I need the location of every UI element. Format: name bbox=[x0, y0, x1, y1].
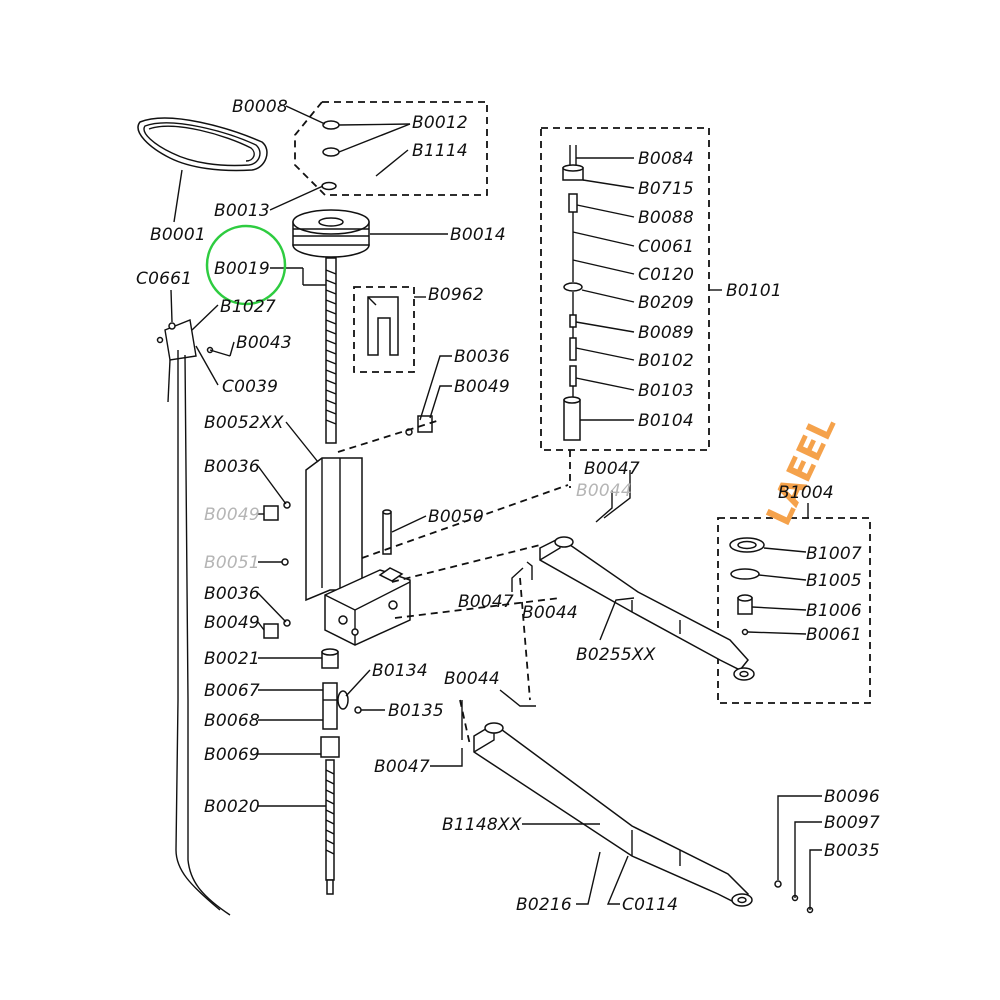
label-b0049-b: B0049 bbox=[204, 505, 260, 525]
label-b1006: B1006 bbox=[806, 601, 862, 621]
group-box-b0101 bbox=[540, 127, 710, 451]
label-b0014: B0014 bbox=[450, 225, 506, 245]
label-b0044-b: B0044 bbox=[576, 481, 632, 501]
pulley bbox=[292, 120, 370, 258]
label-b0020: B0020 bbox=[204, 797, 260, 817]
label-b0097: B0097 bbox=[824, 813, 880, 833]
label-b1007: B1007 bbox=[806, 544, 862, 564]
label-b0036-c: B0036 bbox=[204, 584, 260, 604]
cable-switch bbox=[156, 319, 231, 916]
label-b0001: B0001 bbox=[150, 225, 206, 245]
label-b0036-b: B0036 bbox=[204, 457, 260, 477]
label-b0089: B0089 bbox=[638, 323, 694, 343]
label-c0039: C0039 bbox=[222, 377, 278, 397]
label-b0715: B0715 bbox=[638, 179, 694, 199]
label-c0061: C0061 bbox=[638, 237, 694, 257]
arm-upper bbox=[539, 536, 755, 681]
label-b0047-c: B0047 bbox=[458, 592, 514, 612]
belt bbox=[137, 117, 268, 172]
label-b0050: B0050 bbox=[428, 507, 484, 527]
label-b0044-a: B0044 bbox=[444, 669, 500, 689]
label-b1004: B1004 bbox=[778, 483, 834, 503]
valve-cap bbox=[729, 537, 765, 636]
arm-lower bbox=[473, 722, 753, 907]
label-b0035: B0035 bbox=[824, 841, 880, 861]
group-box-b1004 bbox=[717, 517, 871, 704]
label-b0021: B0021 bbox=[204, 649, 260, 669]
small-screws bbox=[774, 860, 814, 914]
lower-shaft bbox=[320, 648, 362, 895]
label-b0061: B0061 bbox=[806, 625, 862, 645]
label-b0096: B0096 bbox=[824, 787, 880, 807]
group-box-b0962 bbox=[353, 286, 415, 373]
label-b0135: B0135 bbox=[388, 701, 444, 721]
label-b0012: B0012 bbox=[412, 113, 468, 133]
part-labels: B0008 B0012 B1114 B0013 B0014 B0001 B001… bbox=[136, 97, 880, 915]
guide-clip bbox=[367, 296, 399, 356]
lead-screw bbox=[325, 257, 337, 444]
leader-lines bbox=[170, 105, 822, 910]
label-b0962: B0962 bbox=[428, 285, 484, 305]
label-c0120: C0120 bbox=[638, 265, 694, 285]
label-b0013: B0013 bbox=[214, 201, 270, 221]
label-b0209: B0209 bbox=[638, 293, 694, 313]
carriage bbox=[305, 457, 411, 646]
valve-stack bbox=[562, 145, 584, 441]
label-b0068: B0068 bbox=[204, 711, 260, 731]
label-c0661: C0661 bbox=[136, 269, 192, 289]
label-b0008: B0008 bbox=[232, 97, 288, 117]
label-b0043: B0043 bbox=[236, 333, 292, 353]
label-b0101: B0101 bbox=[726, 281, 782, 301]
label-b0047-a: B0047 bbox=[374, 757, 430, 777]
label-b1148xx: B1148XX bbox=[442, 815, 522, 835]
label-b0102: B0102 bbox=[638, 351, 694, 371]
label-b0019: B0019 bbox=[214, 259, 270, 279]
label-b0052xx: B0052XX bbox=[204, 413, 284, 433]
label-b0067: B0067 bbox=[204, 681, 260, 701]
label-b0104: B0104 bbox=[638, 411, 694, 431]
label-b0103: B0103 bbox=[638, 381, 694, 401]
label-b0044-c: B0044 bbox=[522, 603, 578, 623]
label-b0255xx: B0255XX bbox=[576, 645, 656, 665]
label-b0069: B0069 bbox=[204, 745, 260, 765]
label-c0114: C0114 bbox=[622, 895, 678, 915]
label-b0036-a: B0036 bbox=[454, 347, 510, 367]
watermark-text: LAEEL bbox=[759, 410, 844, 532]
label-b0047-b: B0047 bbox=[584, 459, 640, 479]
label-b0084: B0084 bbox=[638, 149, 694, 169]
pin bbox=[382, 509, 392, 555]
label-b0216: B0216 bbox=[516, 895, 572, 915]
label-b1027: B1027 bbox=[220, 297, 276, 317]
label-b1005: B1005 bbox=[806, 571, 862, 591]
highlight-circle bbox=[205, 224, 287, 306]
label-b0134: B0134 bbox=[372, 661, 428, 681]
label-b0088: B0088 bbox=[638, 208, 694, 228]
label-b1114: B1114 bbox=[412, 141, 468, 161]
group-box-b0012 bbox=[294, 101, 488, 196]
assembly-lines bbox=[337, 419, 571, 746]
label-b0049-a: B0049 bbox=[454, 377, 510, 397]
label-b0051: B0051 bbox=[204, 553, 260, 573]
label-b0049-c: B0049 bbox=[204, 613, 260, 633]
